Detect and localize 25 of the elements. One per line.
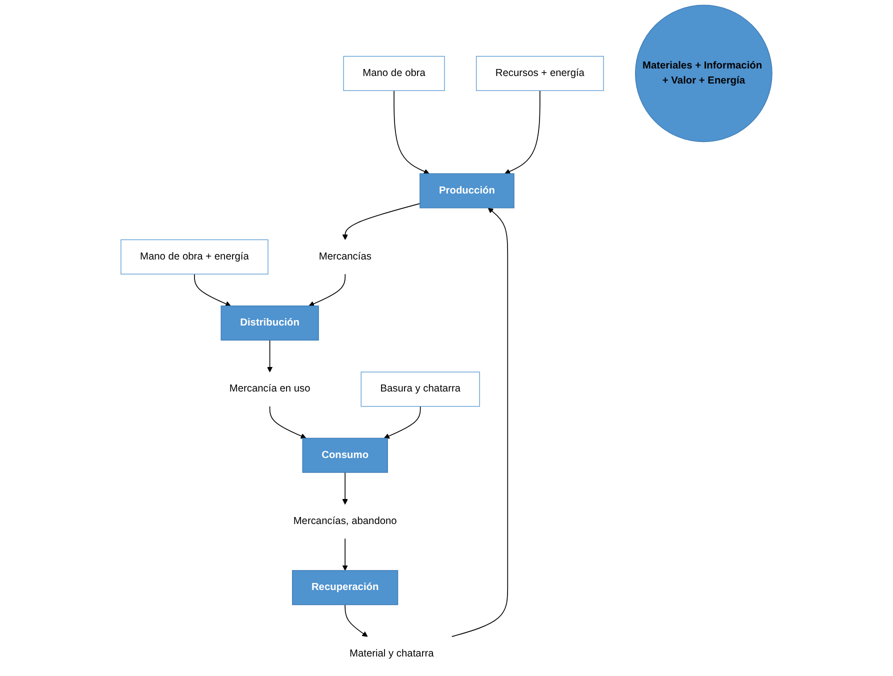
- node-box: Producción: [420, 173, 514, 208]
- node-box: Mano de obra: [343, 56, 445, 91]
- arrow: [342, 472, 348, 505]
- node-text: Mercancía en uso: [229, 383, 310, 394]
- node-text: Material y chatarra: [350, 648, 434, 659]
- arrow: [384, 406, 421, 439]
- node-box: Basura y chatarra: [360, 372, 480, 407]
- node-box: Recuperación: [292, 570, 398, 606]
- node-box: Mano de obra + energía: [120, 239, 268, 274]
- arrow: [451, 208, 508, 637]
- arrow: [269, 406, 306, 439]
- arrow: [394, 90, 430, 174]
- arrow: [342, 538, 348, 571]
- arrow: [267, 340, 273, 372]
- node-text: Mercancías, abandono: [293, 516, 397, 527]
- arrow: [342, 203, 420, 240]
- node-text: Mercancías: [318, 251, 372, 262]
- node-box: Distribución: [220, 306, 319, 341]
- node-circle: Materiales + Información + Valor + Energía: [635, 4, 772, 142]
- arrow: [308, 274, 346, 306]
- arrow: [504, 90, 540, 174]
- node-box: Consumo: [302, 438, 388, 473]
- node-box: Recursos + energía: [476, 56, 604, 91]
- arrow: [194, 274, 231, 306]
- arrow: [344, 604, 368, 637]
